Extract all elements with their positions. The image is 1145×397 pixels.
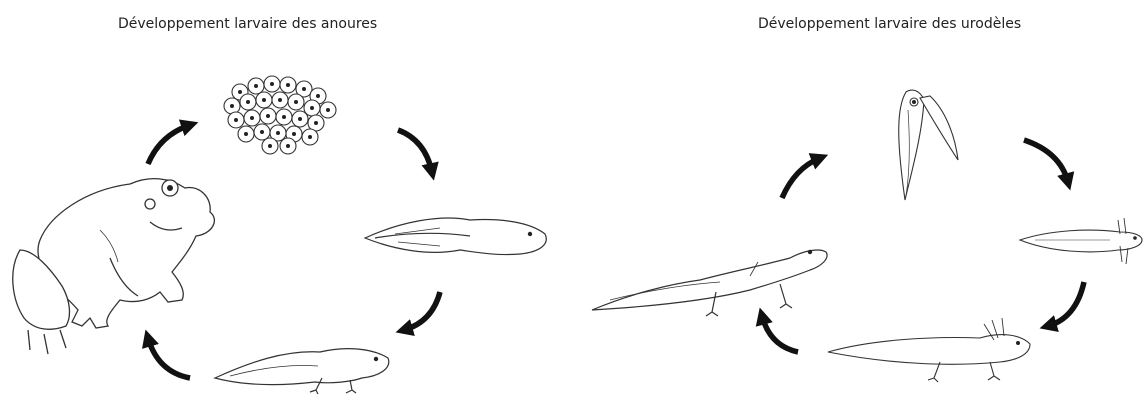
tadpole-with-legs-illustration [215,349,389,394]
arrow-newt-to-egg [782,158,820,198]
arrow-legs-to-frog [148,338,190,378]
larva-with-legs-illustration [828,318,1030,382]
frog-eggs-illustration [220,76,336,154]
anoures-cycle [13,76,547,394]
arrow-frog-to-eggs [148,125,190,164]
early-larva-illustration [1020,218,1142,264]
adult-frog-illustration [13,179,215,354]
arrow-legs-to-newt [762,316,798,352]
early-tadpole-illustration [365,218,546,255]
anoures-arrows [148,125,440,378]
arrow-larva-to-legs [1048,282,1084,326]
urodeles-cycle [592,90,1142,382]
egg-in-leaf-illustration [899,90,958,200]
adult-newt-illustration [592,250,827,316]
arrow-egg-to-larva [1024,140,1068,182]
arrow-tadpole-to-legs [404,292,440,330]
urodeles-arrows [762,140,1084,352]
arrow-eggs-to-tadpole [398,130,432,172]
